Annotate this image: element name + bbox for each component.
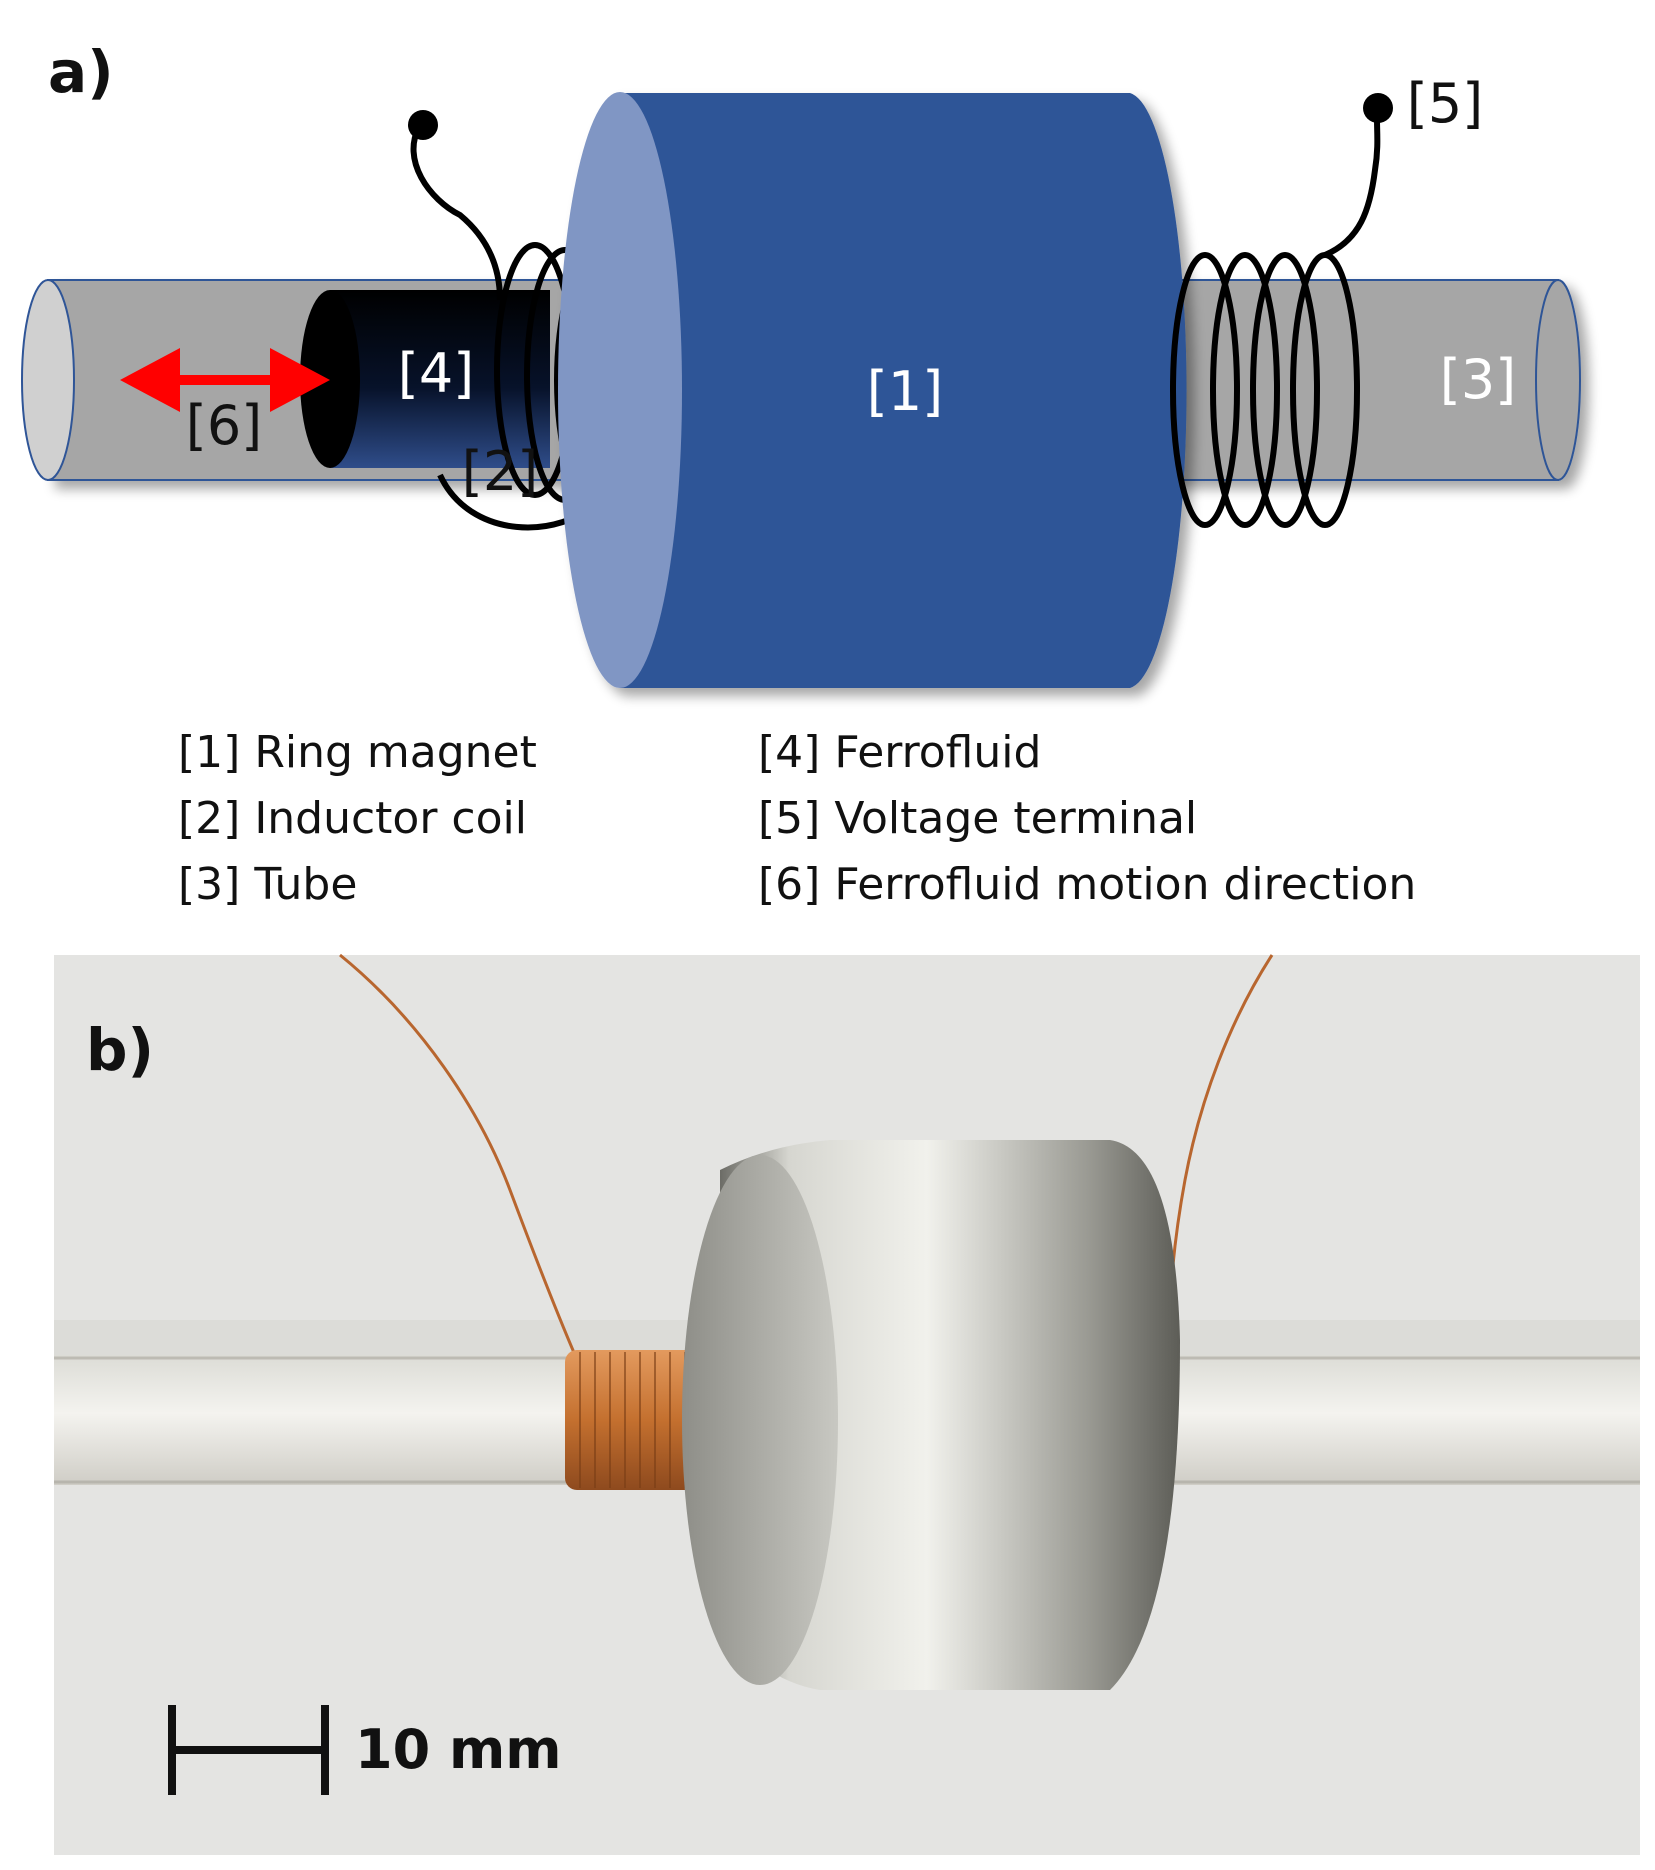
legend: [1] Ring magnet [2] Inductor coil [3] Tu… bbox=[178, 727, 1416, 910]
tube-right-end bbox=[1535, 279, 1581, 481]
scale-bar-label: 10 mm bbox=[355, 1718, 561, 1781]
legend-item-3: [3] Tube bbox=[178, 859, 357, 910]
callout-tube: [3] bbox=[1440, 348, 1517, 411]
photo-magnet bbox=[720, 1140, 1180, 1690]
photo-left-wire bbox=[339, 953, 577, 1356]
ring-magnet-face bbox=[558, 92, 682, 688]
right-coil-turn-2 bbox=[1210, 252, 1280, 528]
callout-magnet: [1] bbox=[867, 360, 944, 423]
legend-item-2: [2] Inductor coil bbox=[178, 793, 527, 844]
ferrofluid-body bbox=[330, 290, 550, 468]
callout-ferrofluid: [4] bbox=[398, 342, 475, 405]
right-coil-turn-1 bbox=[1170, 252, 1240, 528]
legend-item-6: [6] Ferrofluid motion direction bbox=[758, 859, 1416, 910]
ring-magnet-body bbox=[620, 93, 1187, 688]
left-coil-lead bbox=[410, 123, 503, 301]
motion-arrow-left-head bbox=[120, 348, 180, 412]
panel-b-label: b) bbox=[86, 1016, 154, 1084]
ferrofluid bbox=[300, 290, 550, 468]
callout-coil: [2] bbox=[462, 440, 539, 503]
legend-item-5: [5] Voltage terminal bbox=[758, 793, 1197, 844]
scale-bar bbox=[168, 1705, 329, 1795]
callout-motion: [6] bbox=[186, 394, 263, 457]
tube-left-opening bbox=[21, 279, 75, 481]
legend-item-4: [4] Ferrofluid bbox=[758, 727, 1041, 778]
photo-magnet-face bbox=[682, 1155, 838, 1685]
left-terminal-dot bbox=[408, 110, 438, 140]
ferrofluid-front-face bbox=[300, 290, 360, 468]
ring-magnet bbox=[558, 92, 1187, 688]
legend-item-1: [1] Ring magnet bbox=[178, 727, 537, 778]
callout-terminal: [5] bbox=[1407, 72, 1484, 135]
right-coil-lead bbox=[1323, 107, 1381, 258]
photo: b) 10 mm bbox=[54, 953, 1640, 1855]
right-coil bbox=[1170, 107, 1381, 528]
panel-a-label: a) bbox=[48, 38, 114, 106]
right-coil-turn-3 bbox=[1250, 252, 1320, 528]
motion-arrow bbox=[120, 348, 330, 412]
motion-arrow-right-head bbox=[270, 348, 330, 412]
right-terminal-dot bbox=[1363, 93, 1393, 123]
